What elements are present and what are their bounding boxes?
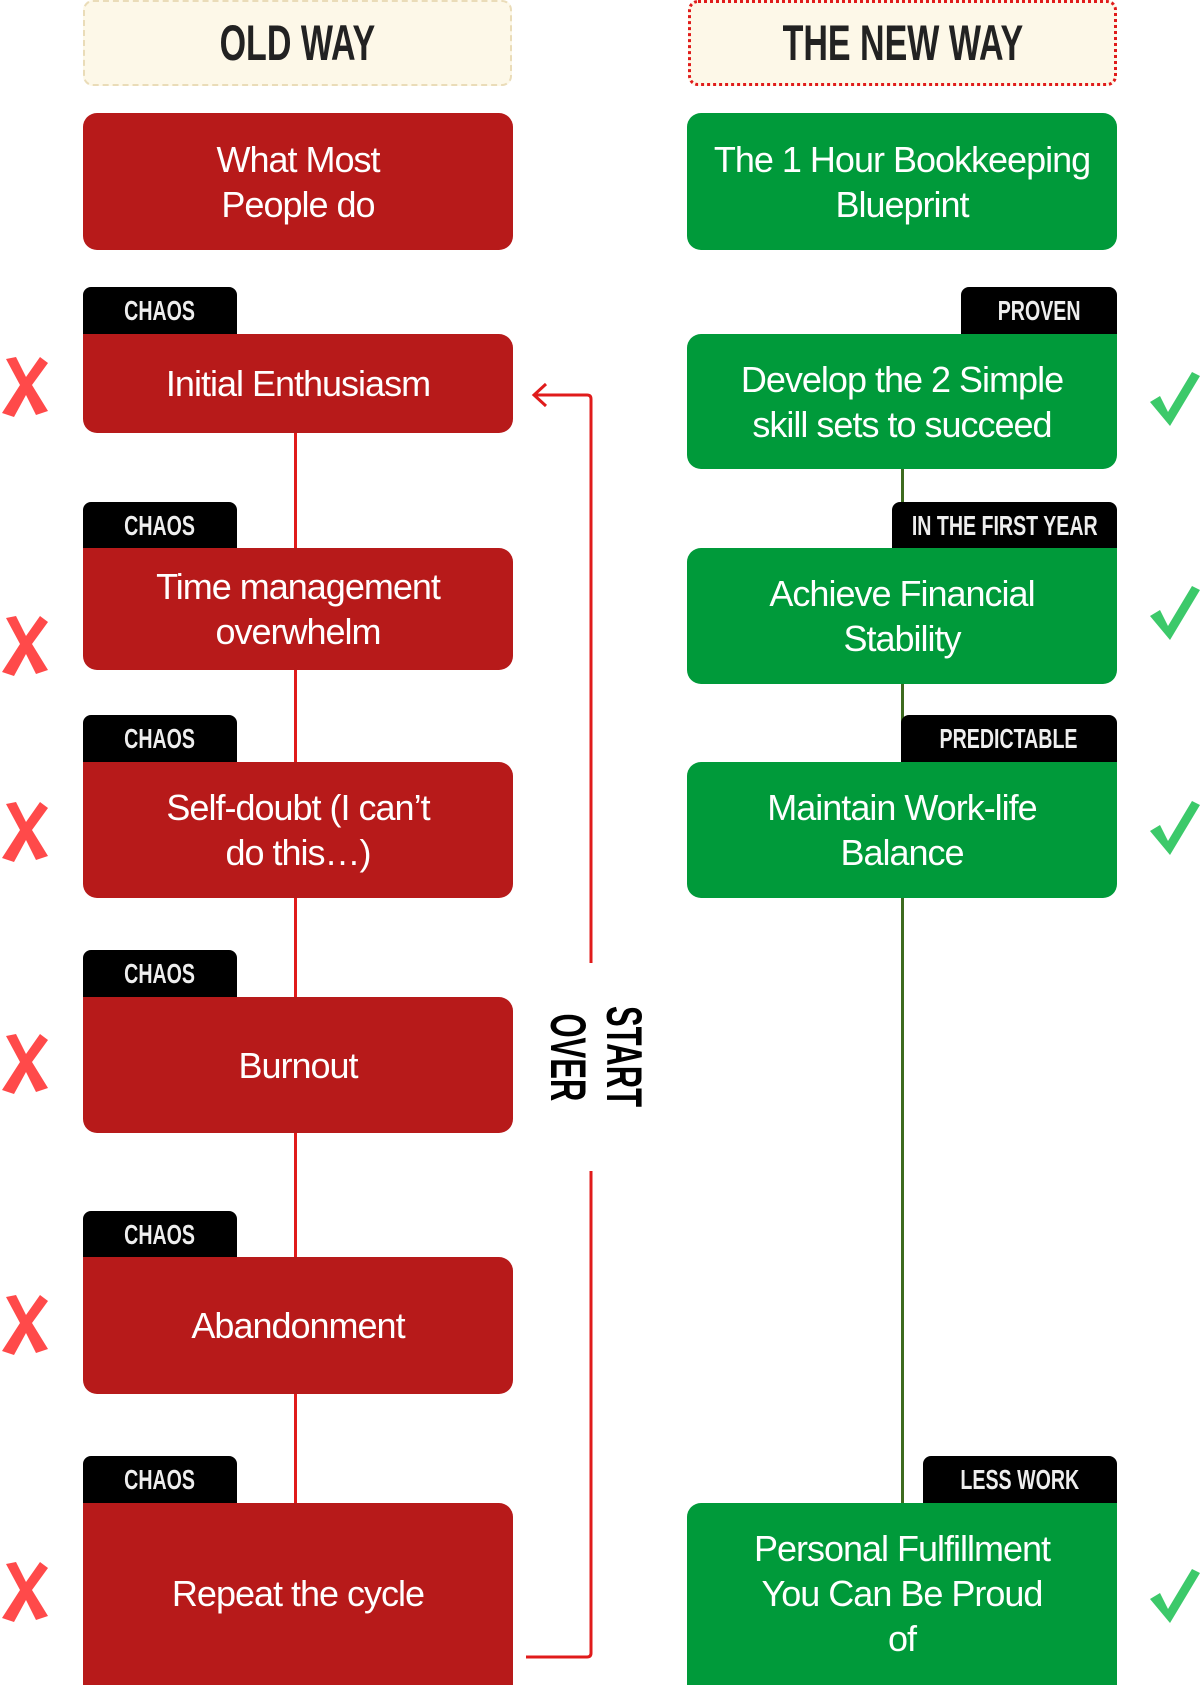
new-way-header: THE NEW WAY bbox=[688, 0, 1117, 86]
old-step-2-tag: CHAOS bbox=[83, 502, 237, 550]
old-way-header-text: OLD WAY bbox=[219, 15, 376, 71]
cross-icon bbox=[2, 802, 48, 862]
new-step-1: Develop the 2 Simple skill sets to succe… bbox=[687, 334, 1117, 469]
old-way-title: What Most People do bbox=[216, 138, 380, 225]
old-step-4: Burnout bbox=[83, 997, 513, 1133]
check-icon bbox=[1150, 801, 1200, 855]
new-way-title: The 1 Hour Bookkeeping Blueprint bbox=[713, 138, 1091, 225]
new-connector-line bbox=[901, 469, 904, 1503]
start-over-line1: START bbox=[596, 1006, 652, 1108]
start-over-label: START OVER bbox=[532, 1006, 652, 1126]
start-over-line2: OVER bbox=[540, 1013, 596, 1102]
old-step-1-tag: CHAOS bbox=[83, 287, 237, 335]
new-step-2: Achieve Financial Stability bbox=[687, 548, 1117, 684]
new-step-3: Maintain Work-life Balance bbox=[687, 762, 1117, 898]
old-way-header: OLD WAY bbox=[83, 0, 512, 86]
old-step-3: Self-doubt (I can’t do this…) bbox=[83, 762, 513, 898]
cross-icon bbox=[2, 1295, 48, 1355]
old-step-3-tag: CHAOS bbox=[83, 715, 237, 763]
cross-icon bbox=[2, 616, 48, 676]
old-step-6: Repeat the cycle bbox=[83, 1503, 513, 1685]
old-step-5: Abandonment bbox=[83, 1257, 513, 1394]
old-step-2: Time management overwhelm bbox=[83, 548, 513, 670]
new-way-title-box: The 1 Hour Bookkeeping Blueprint bbox=[687, 113, 1117, 250]
old-step-5-tag: CHAOS bbox=[83, 1211, 237, 1259]
new-step-3-tag: PREDICTABLE bbox=[901, 715, 1117, 763]
old-connector-line bbox=[294, 433, 297, 1503]
cross-icon bbox=[2, 357, 48, 417]
old-step-6-tag: CHAOS bbox=[83, 1456, 237, 1504]
old-step-1: Initial Enthusiasm bbox=[83, 334, 513, 433]
cross-icon bbox=[2, 1034, 48, 1094]
new-step-1-tag: PROVEN bbox=[961, 287, 1117, 335]
new-way-header-text: THE NEW WAY bbox=[782, 15, 1023, 71]
check-icon bbox=[1150, 1569, 1200, 1623]
new-step-4-tag: LESS WORK bbox=[923, 1456, 1117, 1504]
check-icon bbox=[1150, 586, 1200, 640]
check-icon bbox=[1150, 372, 1200, 426]
cross-icon bbox=[2, 1562, 48, 1622]
old-way-title-box: What Most People do bbox=[83, 113, 513, 250]
old-step-4-tag: CHAOS bbox=[83, 950, 237, 998]
new-step-4: Personal Fulfillment You Can Be Proud of bbox=[687, 1503, 1117, 1685]
new-step-2-tag: IN THE FIRST YEAR bbox=[892, 502, 1117, 550]
